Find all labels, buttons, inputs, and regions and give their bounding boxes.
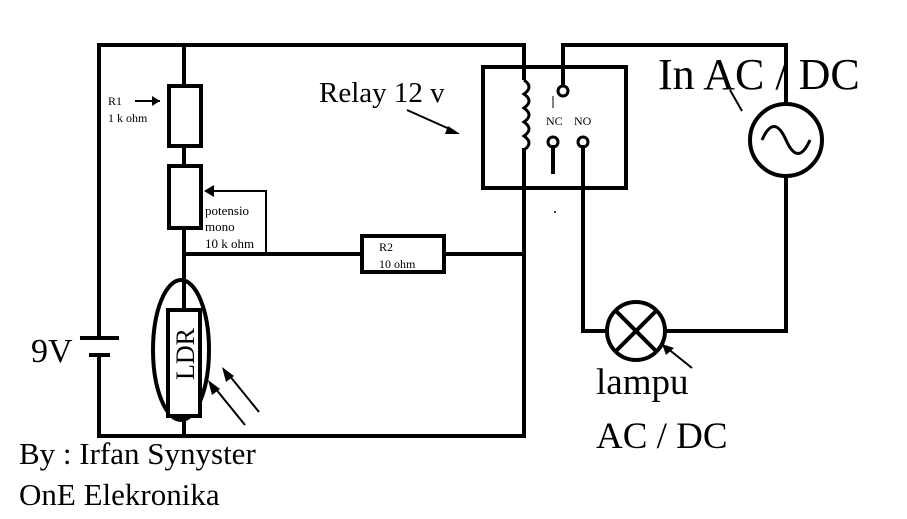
- credit-line2: OnE Elekronika: [19, 477, 220, 512]
- pot-label-line1: potensio: [205, 203, 249, 218]
- battery-label: 9V: [31, 333, 73, 370]
- relay-label: Relay 12 v: [319, 77, 445, 109]
- lamp-pointer: [662, 344, 693, 369]
- lamp-label-line2: AC / DC: [596, 416, 728, 457]
- relay-pointer: [406, 109, 460, 134]
- r1-arrow: [135, 96, 160, 106]
- relay-contacts: [546, 43, 590, 190]
- potentiometer: [167, 164, 203, 230]
- source-label: In AC / DC: [658, 50, 860, 99]
- r1-resistor: [167, 84, 203, 148]
- lamp-label-line1: lampu: [596, 362, 688, 403]
- pot-label-line2: mono: [205, 219, 235, 234]
- output-circuit-wires: [561, 43, 788, 333]
- pot-value-label: 10 k ohm: [205, 236, 254, 251]
- source-pointer: [729, 89, 743, 112]
- r1-value-label: 1 k ohm: [108, 111, 148, 125]
- stray-dot: [554, 211, 556, 213]
- relay-no-label: NO: [574, 114, 592, 128]
- relay-nc-label: NC: [546, 114, 563, 128]
- ldr-label: LDR: [171, 327, 200, 380]
- r2-value-label: 10 ohm: [379, 257, 416, 271]
- relay-coil: [521, 65, 531, 190]
- ac-source: [748, 102, 824, 178]
- credit-line1: By : Irfan Synyster: [19, 436, 256, 471]
- battery-symbol: [80, 336, 119, 357]
- pot-wiper: [204, 185, 267, 254]
- light-arrows: [208, 367, 260, 426]
- ldr-sensor: [151, 278, 211, 422]
- lamp-symbol: [605, 300, 667, 362]
- r1-name-label: R1: [108, 94, 122, 108]
- relay-box: [481, 65, 628, 190]
- r2-name-label: R2: [379, 240, 393, 254]
- main-circuit-wires: [97, 43, 526, 438]
- r2-resistor: [360, 234, 446, 274]
